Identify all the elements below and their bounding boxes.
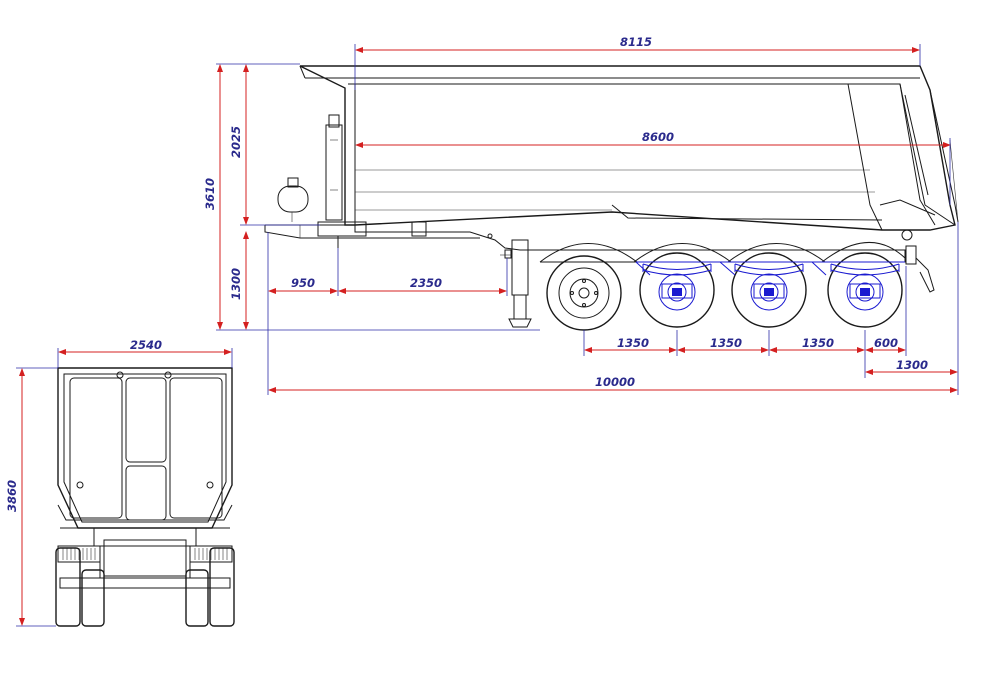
landing-gear <box>500 239 532 328</box>
dim-rear-height: 3860 <box>5 480 19 512</box>
dim-kingpin-to-landing-gear: 2350 <box>410 276 442 290</box>
rear-view <box>55 367 235 627</box>
wheel-axle-3 <box>731 252 807 328</box>
wheel-axle-1 <box>546 255 622 331</box>
side-view <box>264 65 959 331</box>
rear-bumper <box>901 229 935 293</box>
dim-total-height: 3610 <box>203 178 217 210</box>
dim-body-height: 2025 <box>229 126 243 158</box>
dim-axle-spacing-1: 1350 <box>617 336 649 350</box>
suspension-rail <box>635 261 905 276</box>
tipper-body <box>299 65 959 231</box>
dim-inner-body-length: 8600 <box>642 130 674 144</box>
wheel-axle-4 <box>827 252 903 328</box>
fenders <box>539 241 906 263</box>
dim-overall-body-length: 8115 <box>620 35 652 49</box>
dim-axle-spacing-2: 1350 <box>710 336 742 350</box>
chassis-frame <box>264 221 906 263</box>
side-dimensions: 8115 8600 3610 2025 1300 950 2350 1350 <box>203 35 959 395</box>
dim-rear-width: 2540 <box>130 338 162 352</box>
rear-dimensions: 2540 3860 <box>5 338 233 627</box>
hydraulic-cylinder <box>325 114 343 221</box>
oil-tank <box>277 177 309 222</box>
dim-coupling-height: 1300 <box>229 268 243 300</box>
dim-last-axle-to-rear: 600 <box>874 336 898 350</box>
dim-kingpin-offset: 950 <box>291 276 315 290</box>
dim-rear-overhang: 1300 <box>896 358 928 372</box>
dim-axle-spacing-3: 1350 <box>802 336 834 350</box>
dim-overall-length: 10000 <box>595 375 635 389</box>
wheel-axle-2 <box>639 252 715 328</box>
